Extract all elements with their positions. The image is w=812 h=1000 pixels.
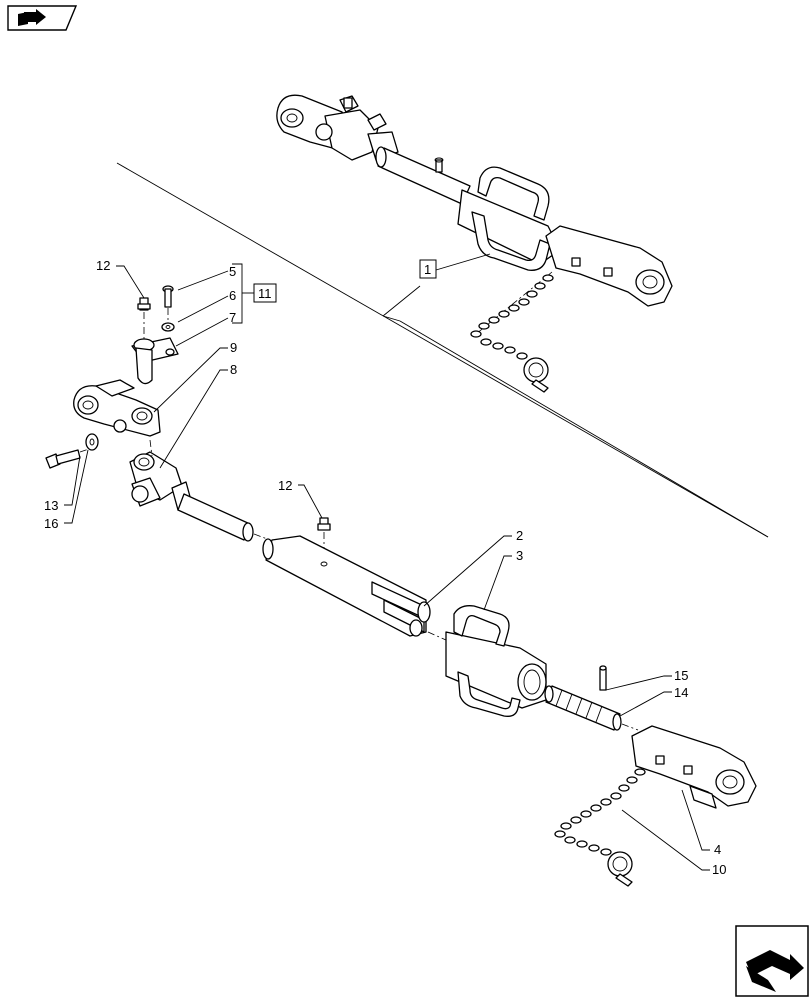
book-arrow-icon[interactable] <box>7 5 78 31</box>
label-box-1 <box>419 259 437 279</box>
washer-16 <box>85 433 99 451</box>
bolt-13 <box>45 447 93 469</box>
threaded-rod-14 <box>544 685 639 731</box>
label-12-upper: 12 <box>96 258 110 273</box>
next-page-arrow-icon[interactable] <box>735 925 809 997</box>
assembly-separator-lines <box>116 162 769 538</box>
label-12-lower: 12 <box>278 478 292 493</box>
grease-nipple-upper <box>137 297 151 340</box>
leader-lines <box>64 253 710 871</box>
label-3: 3 <box>516 548 523 563</box>
label-16: 16 <box>44 516 58 531</box>
label-9: 9 <box>230 340 237 355</box>
label-6: 6 <box>229 288 236 303</box>
washer-6 <box>161 308 175 332</box>
bolt-5 <box>162 285 174 308</box>
label-14: 14 <box>674 685 688 700</box>
label-2: 2 <box>516 528 523 543</box>
outer-sleeve-3 <box>445 605 555 717</box>
label-10: 10 <box>712 862 726 877</box>
pin-15 <box>599 665 607 691</box>
grease-nipple-lower <box>317 517 331 556</box>
label-4: 4 <box>714 842 721 857</box>
pin-7 <box>131 337 179 385</box>
label-13: 13 <box>44 498 58 513</box>
inner-tube-2 <box>262 535 447 641</box>
upper-chain <box>470 274 554 360</box>
label-5: 5 <box>229 264 236 279</box>
label-7: 7 <box>229 310 236 325</box>
swivel-joint-8 <box>129 439 271 542</box>
assembled-top-link <box>276 94 673 393</box>
label-8: 8 <box>230 362 237 377</box>
chain-10 <box>554 768 646 887</box>
yoke-9 <box>73 379 161 437</box>
callout-labels: 1 2 3 4 5 6 7 8 9 10 11 12 12 13 14 15 1… <box>44 258 726 877</box>
label-box-11 <box>253 283 277 303</box>
hook-end-4 <box>631 725 757 809</box>
label-15: 15 <box>674 668 688 683</box>
label-1: 1 <box>424 262 431 277</box>
label-11: 11 <box>258 286 272 301</box>
